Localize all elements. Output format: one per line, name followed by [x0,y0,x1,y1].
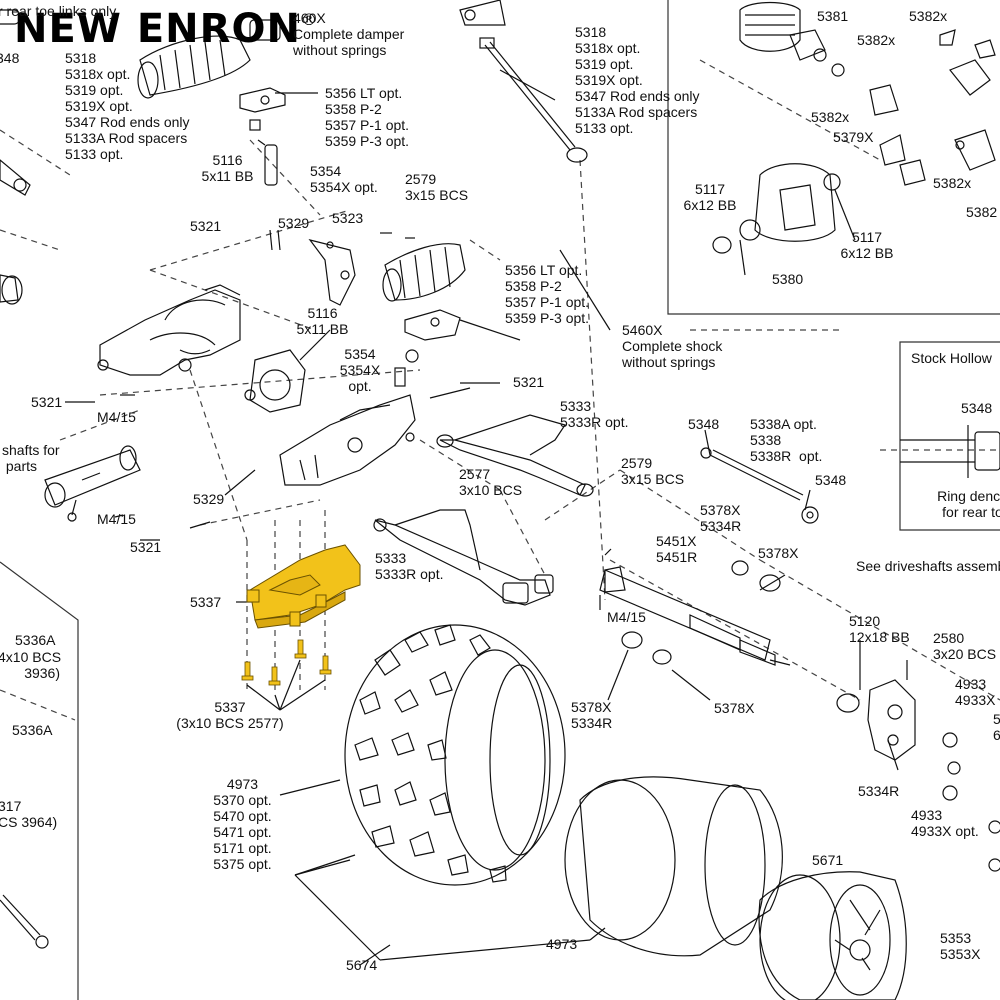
label-5321-b: 5321 [513,374,545,390]
left-inset-frame [0,561,79,1000]
label-5382-e: 5382 [966,204,998,220]
label-5378x-a: 5378X 5334R [700,502,742,534]
label-2579-top: 2579 3x15 BCS [405,171,469,203]
hollow-axle-inset [900,425,1000,478]
lower-a-arm [373,509,554,606]
label-5323: 5323 [332,210,364,226]
diff-gear [244,349,306,413]
label-5329-a: 5329 [278,215,310,231]
label-5356-top: 5356 LT opt. 5358 P-2 5357 P-1 opt. 5359… [325,85,410,149]
upper-a-arm [436,414,594,497]
label-5318-right: 5318 5318x opt. 5319 opt. 5319X opt. 534… [575,24,700,136]
label-5348-a: 5348 [688,416,720,432]
label-5674: 5674 [346,957,378,973]
shock-top-left [137,19,286,186]
label-5329-b: 5329 [193,491,225,507]
tire-bracket [294,854,591,961]
rod-link-top [459,0,588,163]
label-5382x-a: 5382x [909,8,948,24]
label-partial: 5 6 [993,711,1000,743]
leader-lines [65,69,899,966]
axle-rod [599,447,819,665]
label-m415-a: M4/15 [97,409,136,425]
label-5336a-b: 5336A [12,722,53,738]
label-see-driveshafts: See driveshafts assemb [856,558,1000,574]
label-m415-c: M4/15 [607,609,646,625]
label-5671: 5671 [812,852,844,868]
label-2577: 2577 3x10 BCS [459,466,523,498]
hub-carrier-left [279,394,416,486]
label-4933-a: 4933 4933X [955,676,996,708]
label-5336a-a: 5336A [15,632,56,648]
label-5353: 5353 5353X [940,930,981,962]
label-5321-d: 5321 [130,539,162,555]
label-4973-b: 4973 [546,936,578,952]
label-4x10: 4x10 BCS 3936) [0,649,62,681]
label-m415-b: M4/15 [97,511,136,527]
label-5381: 5381 [817,8,849,24]
skid-plate-5337 [246,544,361,629]
driveshaft-center [599,566,791,666]
wheel-rim [758,871,907,1000]
hub-carrier-right [836,660,1000,872]
label-5380: 5380 [772,271,804,287]
label-5354-mid: 5354 5354X opt. [339,346,381,394]
skid-plate-screws [241,639,332,686]
label-5337-a: 5337 [190,594,222,610]
label-5318-left: 5318 5318x opt. 5319 opt. 5319X opt. 534… [65,50,190,162]
label-rear-toe-links: r rear toe links only [0,3,117,19]
screws [114,139,471,529]
label-5333-b: 5333 5333R opt. [375,550,444,582]
label-5348-b: 5348 [815,472,847,488]
label-5379x: 5379X [833,129,874,145]
label-5354-top: 5354 5354X opt. [310,163,378,195]
label-5382x-d: 5382x [933,175,972,191]
label-5116-top: 5116 5x11 BB [201,152,254,184]
tire-foam [564,776,783,957]
label-shafts-for: shafts for parts [2,442,60,474]
label-5460x-mid: 5460X Complete shock without springs [622,322,723,370]
diff-inset-parts [712,1,996,254]
label-2580: 2580 3x20 BCS [933,630,997,662]
label-5378x-b: 5378X [758,545,799,561]
label-5116-mid: 5116 5x11 BB [296,305,349,337]
label-4933-b: 4933 4933X opt. [911,807,979,839]
label-5348-box: 5348 [961,400,993,416]
label-5378x-d: 5378X [714,700,755,716]
bulkhead-assembly [97,229,415,376]
label-5382x-c: 5382x [811,109,850,125]
label-5321-a: 5321 [190,218,222,234]
label-5333-a: 5333 5333R opt. [560,398,629,430]
label-2579-mid: 2579 3x15 BCS [621,455,685,487]
label-5382x-b: 5382x [857,32,896,48]
tire-tread [344,624,566,886]
diff-inset-frame [667,0,1000,315]
label-5120: 5120 12x18 BB [849,613,910,645]
label-317: 317 CS 3964) [0,798,58,830]
label-ring-dence: Ring dence for rear to [937,488,1000,520]
label-stock-hollow: Stock Hollow [911,350,992,366]
label-5460x-top: 460X Complete damper without springs [293,10,405,58]
label-4973-a: 4973 5370 opt. 5470 opt. 5471 opt. 5171 … [213,776,272,872]
brand-logo: NEW ENRON® [14,6,318,52]
label-5321-c: 5321 [31,394,63,410]
label-5338: 5338A opt. 5338 5338R opt. [750,416,823,464]
label-5337-b: 5337 (3x10 BCS 2577) [176,699,284,731]
label-5356-mid: 5356 LT opt. 5358 P-2 5357 P-1 opt. 5359… [505,262,590,326]
hollow-inset-frame [899,341,1000,531]
label-5334r: 5334R [858,783,900,799]
label-5117-b: 5117 6x12 BB [840,229,894,261]
label-5378x-c: 5378X 5334R [571,699,613,731]
label-5117-a: 5117 6x12 BB [683,181,737,213]
label-348: 348 [0,50,20,66]
left-links [0,9,141,949]
label-5451x: 5451X 5451R [656,533,698,565]
shock-mid [382,243,466,387]
